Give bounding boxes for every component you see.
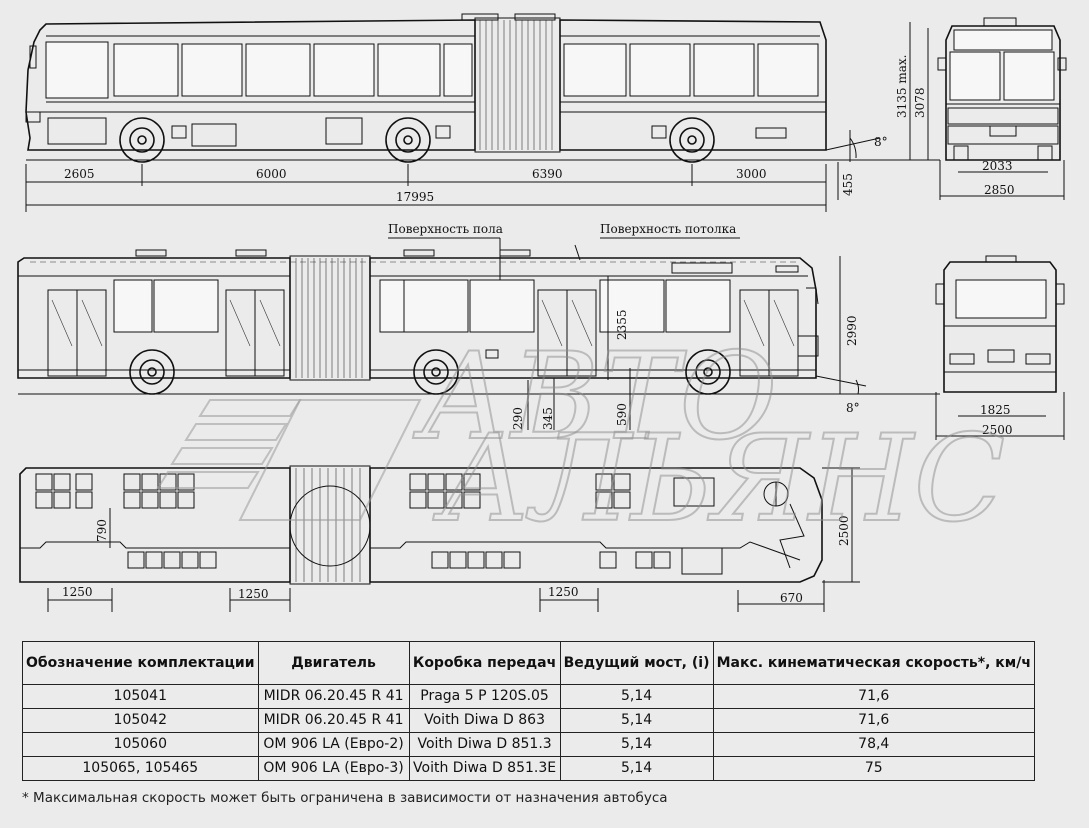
cell-configuration: 105065, 105465 bbox=[22, 756, 259, 781]
dim-1250-c: 1250 bbox=[548, 585, 579, 599]
cell-gearbox: Voith Diwa D 863 bbox=[408, 708, 561, 733]
dim-1825: 1825 bbox=[980, 403, 1011, 417]
side-view-dimensions: 2605 6000 6390 3000 17995 455 8° 3135 ma… bbox=[25, 22, 929, 212]
side-view-top bbox=[25, 13, 940, 163]
table-row: 105042 MIDR 06.20.45 R 41 Voith Diwa D 8… bbox=[22, 708, 1035, 733]
bus-technical-drawing: 2605 6000 6390 3000 17995 455 8° 3135 ma… bbox=[17, 13, 1067, 612]
header-gearbox: Коробка передач bbox=[408, 641, 561, 685]
cell-max-speed: 71,6 bbox=[712, 684, 1035, 709]
cell-gearbox: Praga 5 P 120S.05 bbox=[408, 684, 561, 709]
label-ceiling-surface: Поверхность потолка bbox=[600, 222, 736, 236]
cell-drive-axle: 5,14 bbox=[559, 708, 714, 733]
dim-455: 455 bbox=[841, 173, 855, 196]
cell-configuration: 105042 bbox=[22, 708, 259, 733]
dim-2500-rear: 2500 bbox=[982, 423, 1013, 437]
cell-configuration: 105060 bbox=[22, 732, 259, 757]
table-row: 105041 MIDR 06.20.45 R 41 Praga 5 P 120S… bbox=[22, 684, 1035, 709]
cell-gearbox: Voith Diwa D 851.3 bbox=[408, 732, 561, 757]
cell-engine: MIDR 06.20.45 R 41 bbox=[257, 708, 410, 733]
dim-345: 345 bbox=[541, 407, 555, 430]
header-engine: Двигатель bbox=[257, 641, 410, 685]
header-drive-axle: Ведущий мост, (i) bbox=[559, 641, 714, 685]
dim-6000: 6000 bbox=[256, 167, 287, 181]
cell-engine: OM 906 LA (Евро-2) bbox=[257, 732, 410, 757]
table-row: 105060 OM 906 LA (Евро-2) Voith Diwa D 8… bbox=[22, 732, 1035, 757]
watermark-logo: АВТО АЛЬЯНС bbox=[156, 327, 1006, 550]
dim-2605: 2605 bbox=[64, 167, 95, 181]
header-max-speed: Макс. кинематическая скорость*, км/ч bbox=[712, 641, 1035, 685]
dim-1250-b: 1250 bbox=[238, 587, 269, 601]
dim-670: 670 bbox=[780, 591, 803, 605]
side-view-doors: Поверхность пола Поверхность потолка bbox=[17, 222, 940, 430]
cell-gearbox: Voith Diwa D 851.3E bbox=[408, 756, 561, 781]
dim-290: 290 bbox=[511, 407, 525, 430]
label-floor-surface: Поверхность пола bbox=[388, 222, 503, 236]
cell-max-speed: 78,4 bbox=[712, 732, 1035, 757]
cell-configuration: 105041 bbox=[22, 684, 259, 709]
watermark-line1: АВТО bbox=[412, 328, 777, 467]
cell-engine: MIDR 06.20.45 R 41 bbox=[257, 684, 410, 709]
dim-17995: 17995 bbox=[396, 190, 434, 204]
dim-3078: 3078 bbox=[913, 87, 927, 118]
dim-2033: 2033 bbox=[982, 159, 1013, 173]
cell-max-speed: 71,6 bbox=[712, 708, 1035, 733]
dim-3135-max: 3135 max. bbox=[895, 55, 909, 118]
dim-1250-a: 1250 bbox=[62, 585, 93, 599]
dim-590: 590 bbox=[615, 403, 629, 426]
front-view: 2033 2850 bbox=[937, 17, 1067, 200]
dim-6390: 6390 bbox=[532, 167, 563, 181]
cell-drive-axle: 5,14 bbox=[559, 732, 714, 757]
table-row: 105065, 105465 OM 906 LA (Евро-3) Voith … bbox=[22, 756, 1035, 781]
dim-2355: 2355 bbox=[615, 309, 629, 340]
watermark-line2: АЛЬЯНС bbox=[432, 410, 1005, 549]
cell-engine: OM 906 LA (Евро-3) bbox=[257, 756, 410, 781]
dim-2500-plan: 2500 bbox=[837, 515, 851, 546]
dim-approach-angle: 8° bbox=[874, 135, 888, 149]
dim-2850: 2850 bbox=[984, 183, 1015, 197]
spec-table: Обозначение комплектации Двигатель Короб… bbox=[22, 641, 1035, 781]
cell-drive-axle: 5,14 bbox=[559, 684, 714, 709]
cell-drive-axle: 5,14 bbox=[559, 756, 714, 781]
dim-2990: 2990 bbox=[845, 315, 859, 346]
table-header-row: Обозначение комплектации Двигатель Короб… bbox=[22, 641, 1035, 685]
rear-view: 1825 2500 bbox=[935, 255, 1065, 440]
dim-790: 790 bbox=[95, 519, 109, 542]
cell-max-speed: 75 bbox=[712, 756, 1035, 781]
dim-3000: 3000 bbox=[736, 167, 767, 181]
dim-rear-angle: 8° bbox=[846, 401, 860, 415]
footnote: * Максимальная скорость может быть огран… bbox=[22, 790, 668, 806]
plan-view: 790 1250 1250 1250 670 2500 bbox=[19, 465, 860, 612]
header-configuration: Обозначение комплектации bbox=[22, 641, 259, 685]
